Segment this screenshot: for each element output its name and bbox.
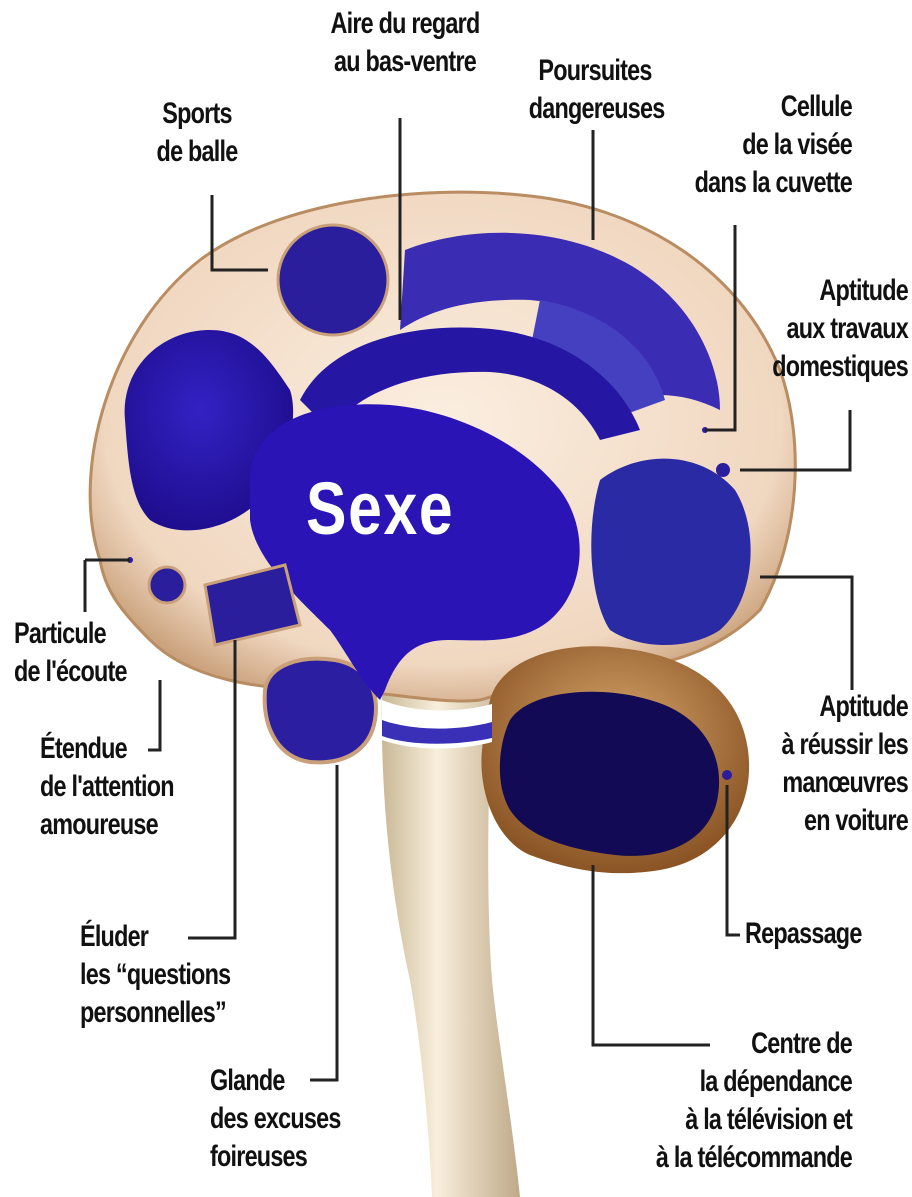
domestic-dot [716,463,730,477]
label-eluder-questions: Éluder les “questions personnelles” [80,918,275,1032]
label-etendue-attention: Étendue de l'attention amoureuse [40,730,227,844]
sports-region [278,225,388,335]
label-aptitude-voiture: Aptitude à réussir les manœuvres en voit… [721,688,908,840]
label-particule-ecoute: Particule de l'écoute [14,615,170,691]
occipital-region [591,459,750,645]
label-aptitude-travaux: Aptitude aux travaux domestiques [721,272,908,386]
label-centre-dependance: Centre de la dépendance à la télévision … [602,1025,852,1177]
lower-lobe [265,659,376,763]
listening-particle [149,567,185,603]
label-sports-de-balle: Sports de balle [146,95,247,171]
label-poursuites-dangereuses: Poursuites dangereuses [529,52,662,128]
center-label: Sexe [306,466,454,551]
label-repassage: Repassage [745,915,878,953]
label-glande-excuses: Glande des excuses foireuses [210,1062,366,1176]
label-cellule-visee: Cellule de la visée dans la cuvette [649,88,852,202]
label-aire-du-regard: Aire du regard au bas-ventre [323,5,487,81]
